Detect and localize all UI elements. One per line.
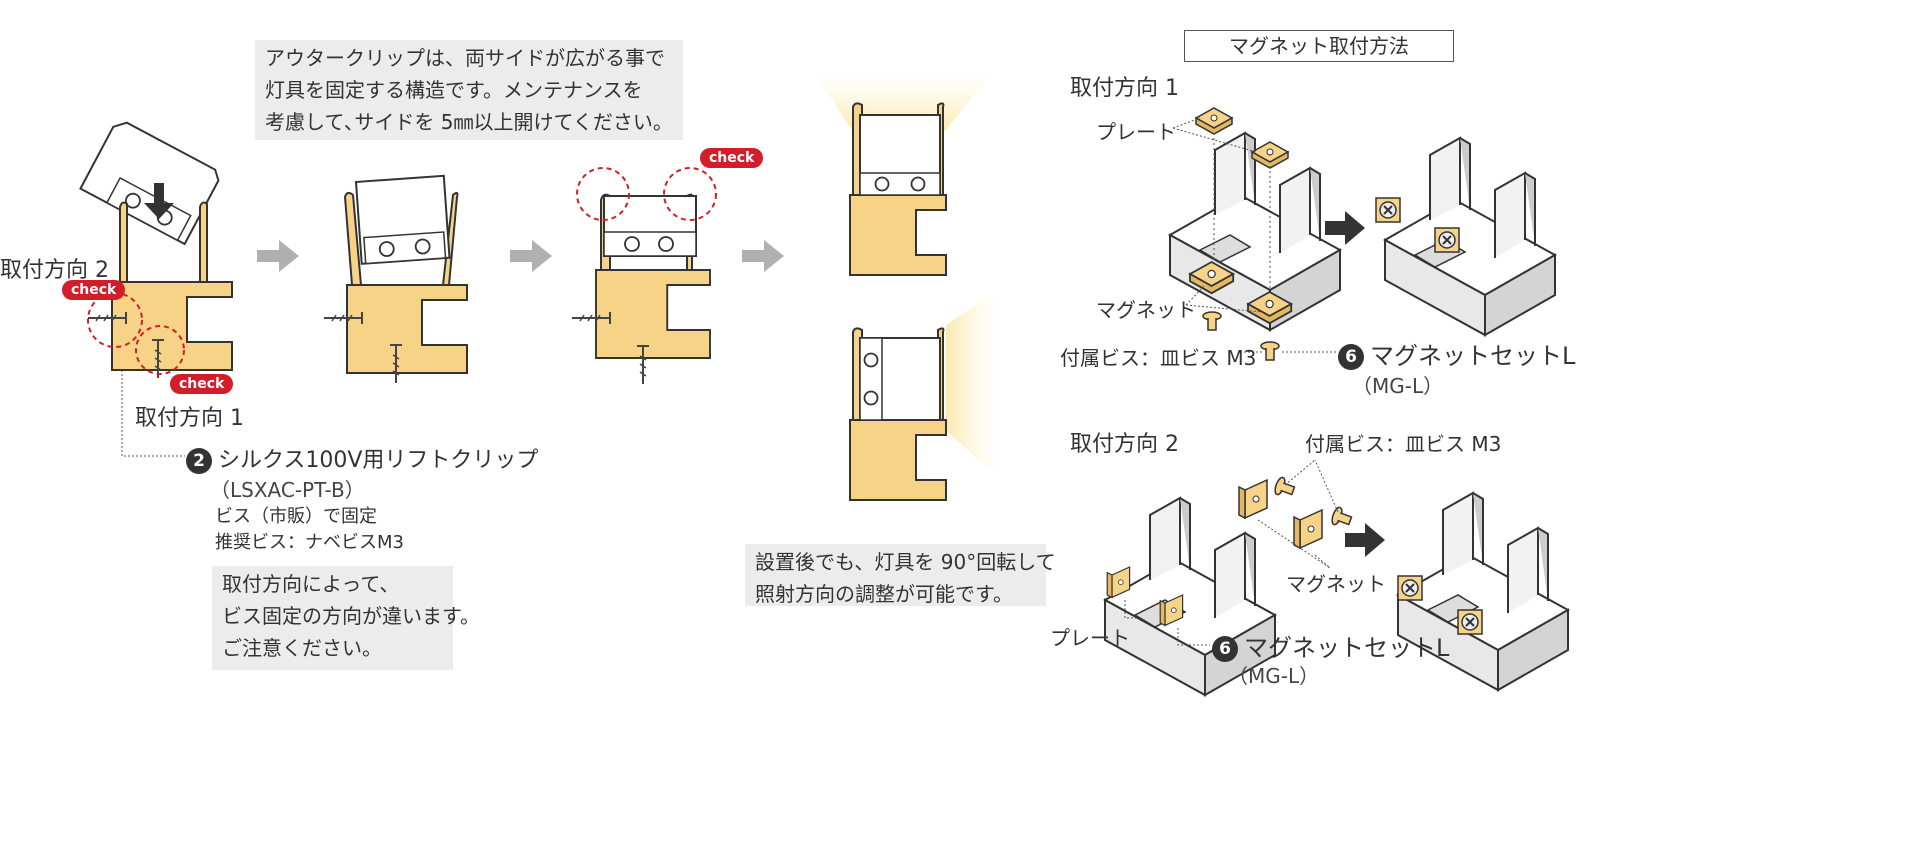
gray-arrow-1 (257, 240, 299, 272)
magnet-dir1-magnet-label: マグネット (1096, 298, 1196, 322)
magnet-set-dir1-code: （MG-L） (1352, 374, 1444, 398)
magnet-dir2-screw-label: 付属ビス：皿ビス M3 (1305, 432, 1502, 456)
dark-arrow-dir1 (1325, 211, 1365, 245)
direction-1-label: 取付方向 1 (135, 406, 244, 431)
gray-arrow-2 (510, 240, 552, 272)
flat-screw-b (1260, 341, 1280, 361)
magnet-set-dir1-name: マグネットセットL (1370, 342, 1576, 370)
leader-magnet-dir2 (1257, 519, 1331, 569)
leader-screw-dir2 (1284, 459, 1339, 513)
magnet-v-a (1238, 479, 1268, 519)
clip-step1 (111, 201, 233, 371)
check-circle-right (663, 167, 717, 221)
magnet-dir2-magnet-label: マグネット (1286, 572, 1386, 596)
clip-note-line-3: 考慮して､サイドを 5㎜以上開けてください。 (265, 110, 673, 134)
magnet-v-b (1293, 509, 1323, 549)
lamp-step4-upright (859, 114, 941, 196)
phillips-dir1-b (1434, 227, 1460, 253)
rotate-note-line-2: 照射方向の調整が可能です。 (755, 582, 1013, 606)
leader-plate-dir2 (1124, 600, 1210, 646)
lamp-step3 (603, 195, 697, 257)
dark-arrow-dir2 (1345, 523, 1385, 557)
leader-clip (121, 370, 185, 457)
leader-magnet-dir1 (1185, 284, 1263, 313)
check-badge-step3: check (700, 148, 764, 168)
screw-line-1: ビス（市販）で固定 (215, 506, 377, 527)
bracket-dir1-assembled (1384, 137, 1556, 336)
phillips-dir1-a (1375, 197, 1401, 223)
drop-lines-dir1 (1213, 133, 1271, 292)
check-badge-side: check (62, 280, 126, 300)
magnet-set-dir2-code: （MG-L） (1228, 664, 1320, 688)
check-circle-bottom (135, 325, 185, 375)
clip-part-number: 2 (186, 448, 212, 474)
magnet-dir2-plate-label: プレート (1050, 626, 1130, 650)
clip-note: アウタークリップは、両サイドが広がる事で 灯具を固定する構造です。メンテナンスを… (255, 40, 683, 140)
direction-note-line-1: 取付方向によって、 (222, 572, 400, 596)
flat-screw-a (1202, 311, 1222, 331)
magnet-set-dir1-number: 6 (1338, 344, 1364, 370)
magnet-dir1-plate-label: プレート (1096, 120, 1176, 144)
lamp-step2 (354, 174, 451, 265)
rotate-note: 設置後でも、灯具を 90°回転して 照射方向の調整が可能です。 (745, 544, 1056, 606)
flat-screw-side-a (1272, 475, 1297, 500)
check-badge-bottom: check (170, 374, 234, 394)
light-glow-right (946, 290, 1000, 480)
phillips-dir2-b (1457, 609, 1483, 635)
plate-tile-b (1251, 141, 1289, 169)
magnet-set-dir2-name: マグネットセットL (1244, 634, 1450, 662)
magnet-dir2-label: 取付方向 2 (1070, 432, 1179, 457)
gray-arrow-3 (742, 240, 784, 272)
flat-screw-side-b (1329, 505, 1354, 530)
check-circle-left (576, 167, 630, 221)
phillips-dir2-a (1397, 575, 1423, 601)
clip-step2 (343, 191, 468, 374)
clip-note-line-2: 灯具を固定する構造です。メンテナンスを (265, 78, 643, 102)
clip-part-name: シルクス100V用リフトクリップ (218, 448, 539, 473)
plate-tile-a (1195, 107, 1233, 135)
magnet-dir1-screw-label: 付属ビス：皿ビス M3 (1060, 346, 1257, 370)
down-arrow (144, 183, 174, 219)
direction-note-line-3: ご注意ください。 (222, 636, 382, 660)
clip-part-code: （LSXAC-PT-B） (210, 478, 365, 502)
screw-line-2: 推奨ビス：ナベビスM3 (215, 532, 404, 553)
lamp-step4-rotated (859, 337, 941, 421)
magnet-set-dir2-number: 6 (1212, 636, 1238, 662)
magnet-dir1-label: 取付方向 1 (1070, 76, 1179, 101)
clip-note-line-1: アウタークリップは、両サイドが広がる事で (265, 46, 665, 70)
leader-plate-dir1 (1172, 117, 1257, 153)
direction-note: 取付方向によって、 ビス固定の方向が違います。 ご注意ください。 (212, 566, 480, 670)
lamp-tilted (79, 121, 220, 246)
direction-2-label: 取付方向 2 (0, 258, 109, 283)
direction-note-line-2: ビス固定の方向が違います。 (222, 604, 480, 628)
magnet-title: マグネット取付方法 (1184, 30, 1454, 62)
rotate-note-line-1: 設置後でも、灯具を 90°回転して (755, 550, 1056, 574)
